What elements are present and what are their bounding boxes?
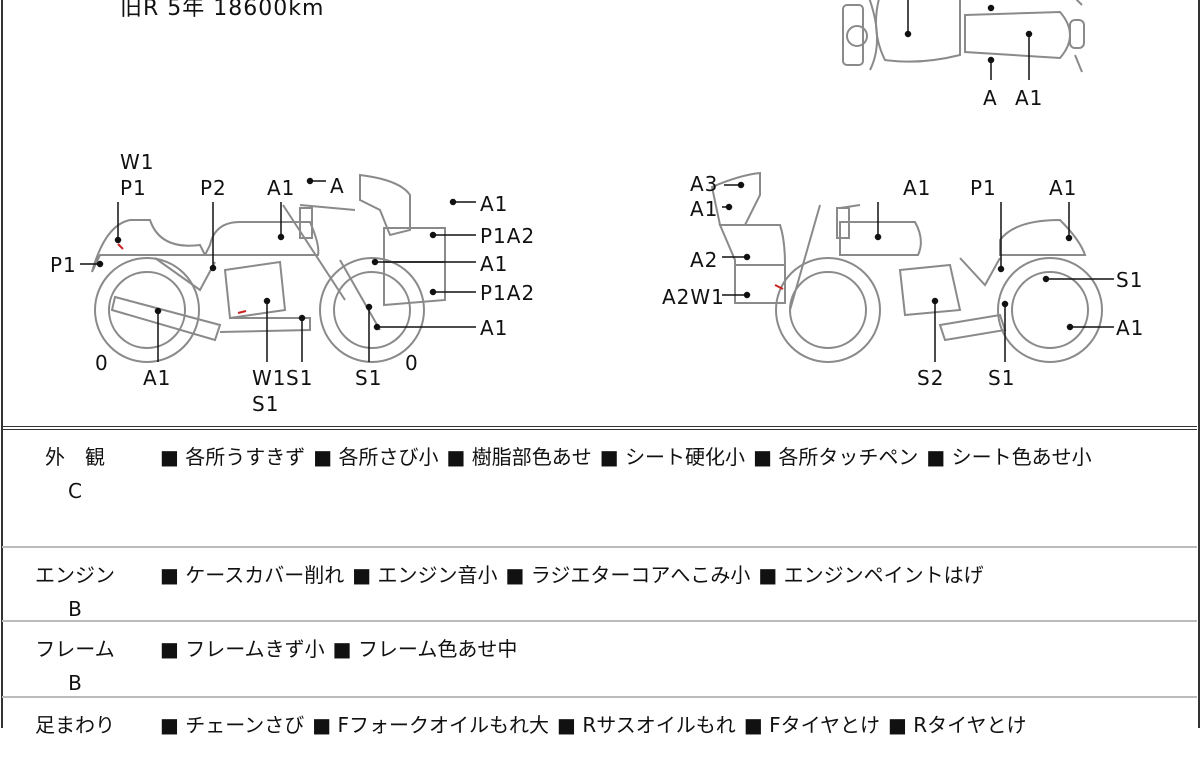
condition-item: シート硬化小 [600, 445, 745, 469]
grade: B [68, 597, 82, 621]
sheet-frame [1, 0, 1200, 728]
condition-item: Fタイヤとけ [744, 713, 880, 737]
condition-item: フレームきず小 [160, 637, 325, 661]
damage-code: S1 [988, 366, 1016, 390]
damage-code: A1 [1049, 176, 1078, 200]
tire-code: 0 [405, 351, 419, 375]
condition-item: エンジン音小 [352, 563, 497, 587]
damage-code: A1 [267, 176, 296, 200]
right-view-motorcycle [710, 171, 1103, 363]
category-label: 足まわり [35, 713, 115, 737]
damage-code: P2 [200, 176, 227, 200]
item-list: フレームきず小フレーム色あせ中 [160, 622, 1197, 666]
top-view-motorcycle [842, 0, 1085, 73]
damage-code: S1 [355, 366, 383, 390]
condition-item: ケースカバー削れ [160, 563, 344, 587]
condition-item: チェーンさび [160, 713, 304, 737]
category-label: 外 観 [45, 445, 105, 469]
grade: B [68, 671, 82, 695]
damage-code: P1A2 [480, 281, 536, 305]
condition-item: 各所うすきず [160, 445, 305, 469]
damage-code: A1 [143, 366, 172, 390]
condition-item: Rタイヤとけ [888, 713, 1027, 737]
condition-item: ラジエターコアへこみ小 [506, 563, 751, 587]
condition-item: 各所さび小 [313, 445, 438, 469]
damage-code: A1 [480, 252, 509, 276]
damage-code: A3 [690, 172, 719, 196]
condition-item: エンジンペイントはげ [758, 563, 983, 587]
damage-code: A1 [690, 197, 719, 221]
damage-code: A2W1 [662, 285, 725, 309]
item-list: チェーンさび Fフォークオイルもれ大 Rサスオイルもれ Fタイヤとけ Rタイヤとけ [160, 698, 1197, 742]
damage-code: S1 [252, 392, 280, 416]
category-label: フレーム [35, 637, 115, 661]
damage-code: A [330, 174, 345, 198]
category-label: エンジン [35, 563, 115, 587]
item-list: ケースカバー削れエンジン音小ラジエターコアへこみ小エンジンペイントはげ [160, 548, 1197, 592]
row-suspension: 足まわり チェーンさび Fフォークオイルもれ大 Rサスオイルもれ Fタイヤとけ Rタイヤ… [2, 698, 1197, 772]
grade: C [68, 479, 82, 503]
condition-item: シート色あせ小 [926, 445, 1091, 469]
damage-code: A1 [480, 316, 509, 340]
row-exterior: 外 観 C 各所うすきず各所さび小樹脂部色あせシート硬化小各所タッチペンシート色あ… [2, 430, 1197, 548]
left-view-motorcycle [91, 173, 446, 363]
damage-code: A2 [690, 248, 719, 272]
row-engine: エンジン B ケースカバー削れエンジン音小ラジエターコアへこみ小エンジンペイントは… [2, 548, 1197, 622]
condition-table: 外 観 C 各所うすきず各所さび小樹脂部色あせシート硬化小各所タッチペンシート色あ… [2, 426, 1197, 772]
damage-code: S2 [917, 366, 945, 390]
damage-code: A1 [903, 176, 932, 200]
item-list: 各所うすきず各所さび小樹脂部色あせシート硬化小各所タッチペンシート色あせ小 [160, 430, 1197, 474]
condition-item: 樹脂部色あせ [447, 445, 592, 469]
model-year-mileage: 旧R 5年 18600km [120, 0, 325, 21]
damage-code: P1 [120, 176, 147, 200]
damage-code: S1 [1116, 268, 1144, 292]
damage-code: P1 [50, 253, 77, 277]
row-frame: フレーム B フレームきず小フレーム色あせ中 [2, 622, 1197, 698]
condition-item: 各所タッチペン [753, 445, 918, 469]
condition-item: フレーム色あせ中 [333, 637, 518, 661]
damage-code: P1 [970, 176, 997, 200]
damage-code: A1 [480, 192, 509, 216]
damage-code: P1A2 [480, 224, 536, 248]
condition-item: Rサスオイルもれ [557, 713, 736, 737]
tire-code: 0 [95, 351, 109, 375]
damage-code: A1 [1116, 316, 1145, 340]
damage-code: W1 [252, 366, 287, 390]
damage-code: S1 [286, 366, 314, 390]
damage-code: W1 [120, 150, 155, 174]
damage-code: A1 [1015, 86, 1044, 110]
motorcycle-diagrams [80, 0, 1114, 363]
damage-code: A [983, 86, 998, 110]
condition-item: Fフォークオイルもれ大 [312, 713, 549, 737]
